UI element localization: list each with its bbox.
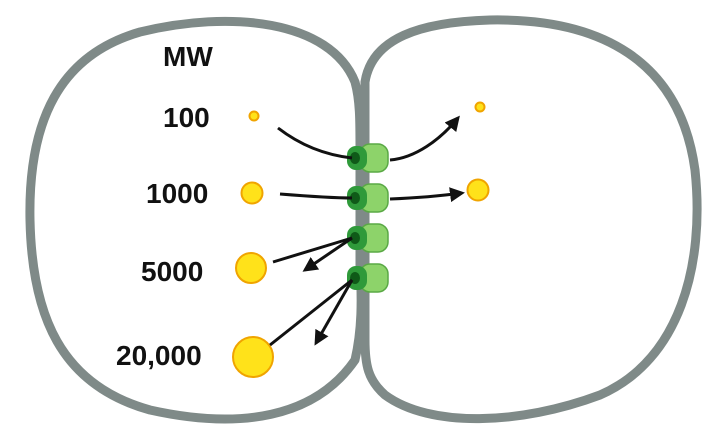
molecule-100-passed — [474, 101, 486, 113]
molecule-5000 — [235, 252, 267, 284]
gap-junction-channel — [347, 263, 389, 293]
arrow-5000-rebound — [302, 236, 353, 272]
mw-label-1000: 1000 — [146, 178, 208, 209]
arrow-100-out-of-channel — [389, 115, 460, 162]
mw-label-5000: 5000 — [141, 256, 203, 287]
mw-label-20000: 20,000 — [116, 340, 202, 371]
arrow-5000-approach — [272, 236, 353, 264]
gap-junction-channel — [347, 183, 389, 213]
arrow-20000-rebound — [314, 279, 354, 346]
arrow-1000-out-of-channel — [389, 187, 465, 203]
molecule-100 — [248, 110, 260, 122]
right-cell — [360, 15, 702, 424]
arrow-20000-approach — [269, 278, 353, 347]
arrow-1000-into-channel — [279, 192, 353, 200]
molecule-1000-passed — [466, 178, 490, 202]
mw-header: MW — [163, 41, 213, 72]
gap-junction-channel — [347, 143, 389, 173]
mw-label-100: 100 — [163, 102, 210, 133]
molecule-20000 — [232, 336, 274, 378]
molecule-1000 — [240, 181, 264, 205]
gap-junction-channel — [347, 223, 389, 253]
arrow-100-into-channel — [277, 126, 353, 160]
